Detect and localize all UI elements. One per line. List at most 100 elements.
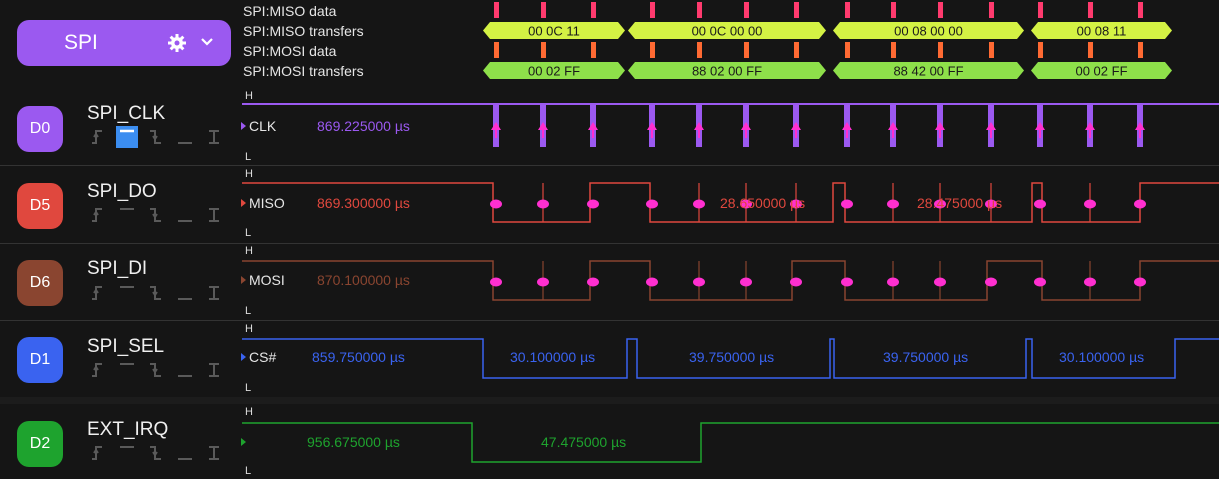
timing-measurement: 28.475000 µs xyxy=(917,195,1003,211)
timing-measurement: 869.300000 µs xyxy=(317,195,410,211)
miso-data-tick xyxy=(697,2,702,18)
low-level-trigger-icon[interactable] xyxy=(174,359,196,381)
miso-transfer-block xyxy=(1031,22,1172,39)
timing-measurement: 30.100000 µs xyxy=(1059,349,1145,365)
high-marker: H xyxy=(245,245,253,257)
timing-measurement: 39.750000 µs xyxy=(883,349,969,365)
mosi-transfer-block-label: 00 02 FF xyxy=(1075,64,1127,79)
falling-edge-trigger-icon[interactable] xyxy=(145,204,167,226)
any-edge-trigger-icon[interactable] xyxy=(203,126,225,148)
miso-waveform xyxy=(242,182,1219,223)
channel-divider xyxy=(0,165,1219,166)
any-edge-trigger-icon[interactable] xyxy=(203,282,225,304)
miso-data-tick xyxy=(1138,2,1143,18)
miso-data-tick xyxy=(1088,2,1093,18)
high-marker: H xyxy=(245,323,253,335)
mosi-data-tick xyxy=(494,42,499,58)
clk-edge-arrow xyxy=(1035,122,1045,130)
channel-badge-d6[interactable]: D6 xyxy=(17,260,63,306)
probe-label-clk: CLK xyxy=(241,118,276,134)
mosi-data-tick xyxy=(541,42,546,58)
channel-name-spi-sel[interactable]: SPI_SEL xyxy=(87,336,165,357)
channel-badge-d1[interactable]: D1 xyxy=(17,337,63,383)
mosi-transfer-block-label: 88 42 00 FF xyxy=(893,64,963,79)
miso-sample-dot xyxy=(587,199,599,209)
rising-edge-trigger-icon[interactable] xyxy=(87,204,109,226)
low-marker: L xyxy=(245,305,252,317)
probe-label-mosi: MOSI xyxy=(241,272,285,288)
mosi-transfer-block-label: 00 02 FF xyxy=(528,64,580,79)
clk-edge-arrow xyxy=(588,122,598,130)
mosi-data-tick xyxy=(744,42,749,58)
probe-arrow-icon xyxy=(241,276,246,284)
any-edge-trigger-icon[interactable] xyxy=(203,204,225,226)
high-marker: H xyxy=(245,90,253,102)
cs-waveform xyxy=(242,338,1219,379)
channel-name-spi-di[interactable]: SPI_DI xyxy=(87,258,148,279)
mosi-sample-dot xyxy=(646,277,658,287)
timing-measurement: 28.650000 µs xyxy=(720,195,806,211)
probe-arrow-icon xyxy=(241,438,246,446)
high-marker: H xyxy=(245,406,253,418)
clk-edge-arrow xyxy=(888,122,898,130)
rising-edge-trigger-icon[interactable] xyxy=(87,442,109,464)
mosi-data-tick xyxy=(1088,42,1093,58)
mosi-data-tick xyxy=(938,42,943,58)
miso-data-tick xyxy=(1038,2,1043,18)
high-level-trigger-icon[interactable] xyxy=(116,359,138,381)
falling-edge-trigger-icon[interactable] xyxy=(145,442,167,464)
falling-edge-trigger-icon[interactable] xyxy=(145,126,167,148)
chevron-down-icon[interactable] xyxy=(200,35,214,49)
miso-data-tick xyxy=(744,2,749,18)
low-marker: L xyxy=(245,465,252,477)
low-level-trigger-icon[interactable] xyxy=(174,442,196,464)
irq-group-background xyxy=(0,404,1219,479)
mosi-transfer-block-label: 88 02 00 FF xyxy=(692,64,762,79)
low-level-trigger-icon[interactable] xyxy=(174,204,196,226)
miso-sample-dot xyxy=(1084,199,1096,209)
mosi-data-tick xyxy=(650,42,655,58)
rising-edge-trigger-icon[interactable] xyxy=(87,359,109,381)
miso-transfer-block xyxy=(833,22,1024,39)
spi-analyzer-button[interactable]: SPI xyxy=(17,20,231,66)
mosi-sample-dot xyxy=(1084,277,1096,287)
rising-edge-trigger-icon[interactable] xyxy=(87,126,109,148)
high-level-trigger-icon[interactable] xyxy=(116,282,138,304)
mosi-sample-dot xyxy=(1034,277,1046,287)
miso-sample-dot xyxy=(934,199,946,209)
mosi-sample-dot xyxy=(887,277,899,287)
gear-icon[interactable] xyxy=(167,33,187,53)
mosi-data-tick xyxy=(1038,42,1043,58)
any-edge-trigger-icon[interactable] xyxy=(203,359,225,381)
miso-sample-dot xyxy=(887,199,899,209)
miso-sample-dot xyxy=(646,199,658,209)
row-label-miso-transfers: SPI:MISO transfers xyxy=(243,23,364,39)
high-level-trigger-icon[interactable] xyxy=(116,442,138,464)
probe-arrow-icon xyxy=(241,122,246,130)
clk-edge-arrow xyxy=(694,122,704,130)
high-level-trigger-icon[interactable] xyxy=(116,126,138,148)
mosi-transfer-block xyxy=(1031,62,1172,79)
low-level-trigger-icon[interactable] xyxy=(174,282,196,304)
any-edge-trigger-icon[interactable] xyxy=(203,442,225,464)
miso-sample-dot xyxy=(790,199,802,209)
miso-sample-dot xyxy=(537,199,549,209)
falling-edge-trigger-icon[interactable] xyxy=(145,282,167,304)
channel-name-spi-clk[interactable]: SPI_CLK xyxy=(87,103,166,124)
channel-name-ext-irq[interactable]: EXT_IRQ xyxy=(87,419,169,440)
timing-measurement: 869.225000 µs xyxy=(317,118,410,134)
falling-edge-trigger-icon[interactable] xyxy=(145,359,167,381)
clk-edge-arrow xyxy=(1135,122,1145,130)
channel-badge-d5[interactable]: D5 xyxy=(17,183,63,229)
channel-badge-d2[interactable]: D2 xyxy=(17,421,63,467)
rising-edge-trigger-icon[interactable] xyxy=(87,282,109,304)
channel-badge-d0[interactable]: D0 xyxy=(17,106,63,152)
high-level-trigger-icon[interactable] xyxy=(116,204,138,226)
irq-waveform xyxy=(242,422,1219,463)
clk-edge-arrow xyxy=(842,122,852,130)
channel-name-spi-do[interactable]: SPI_DO xyxy=(87,181,157,202)
low-level-trigger-icon[interactable] xyxy=(174,126,196,148)
mosi-sample-dot xyxy=(790,277,802,287)
mosi-transfer-block xyxy=(833,62,1024,79)
